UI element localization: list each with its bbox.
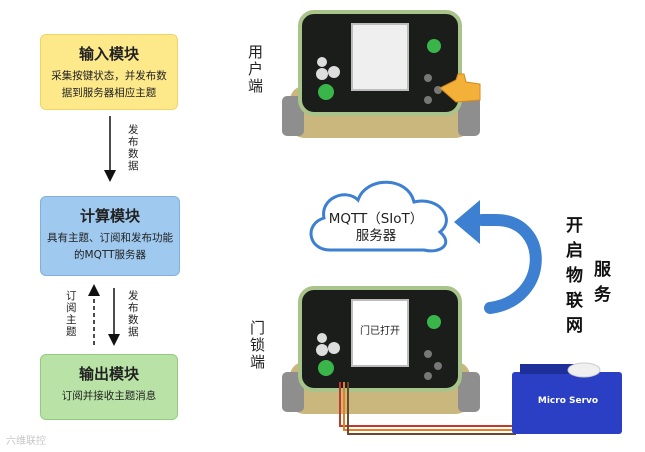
output-module-desc: 订阅并接收主题消息 [61, 390, 157, 402]
compute-module-desc: 具有主题、订阅和发布功能的MQTT服务器 [47, 232, 173, 261]
servo-wires [339, 382, 516, 435]
compute-module-title: 计算模块 [79, 207, 140, 225]
open-iot-label: 开启物联网 [566, 216, 583, 336]
service-label: 服务 [594, 260, 611, 305]
watermark: 六维联控 [6, 436, 46, 447]
micro-servo [512, 362, 622, 434]
hand-pointer-icon [439, 73, 481, 103]
cloud-label-line2: 服务器 [355, 228, 397, 244]
compute-module-box: 计算模块 具有主题、订阅和发布功能的MQTT服务器 [40, 196, 180, 276]
door-side-label: 门锁端 [250, 319, 266, 371]
cloud-label-line1: MQTT（SIoT） [328, 211, 424, 227]
user-device-board [282, 10, 480, 138]
output-module-box: 输出模块 订阅并接收主题消息 [40, 354, 178, 420]
servo-label: Micro Servo [537, 396, 599, 406]
cloud-label: MQTT（SIoT） 服务器 [316, 211, 436, 245]
user-side-label: 用户端 [248, 43, 264, 95]
input-module-title: 输入模块 [78, 45, 139, 63]
door-screen-text: 门已打开 [360, 326, 400, 337]
cloud-icon [309, 180, 448, 253]
publish-label-bottom: 发布数据 [128, 290, 139, 338]
input-module-desc: 采集按键状态，并发布数据到服务器相应主题 [51, 70, 167, 99]
input-module-box: 输入模块 采集按键状态，并发布数据到服务器相应主题 [40, 34, 178, 110]
output-module-title: 输出模块 [78, 365, 139, 383]
publish-label-top: 发布数据 [128, 124, 139, 172]
subscribe-label: 订阅主题 [66, 290, 77, 338]
curved-arrow [454, 200, 542, 314]
door-device-board [282, 286, 480, 414]
